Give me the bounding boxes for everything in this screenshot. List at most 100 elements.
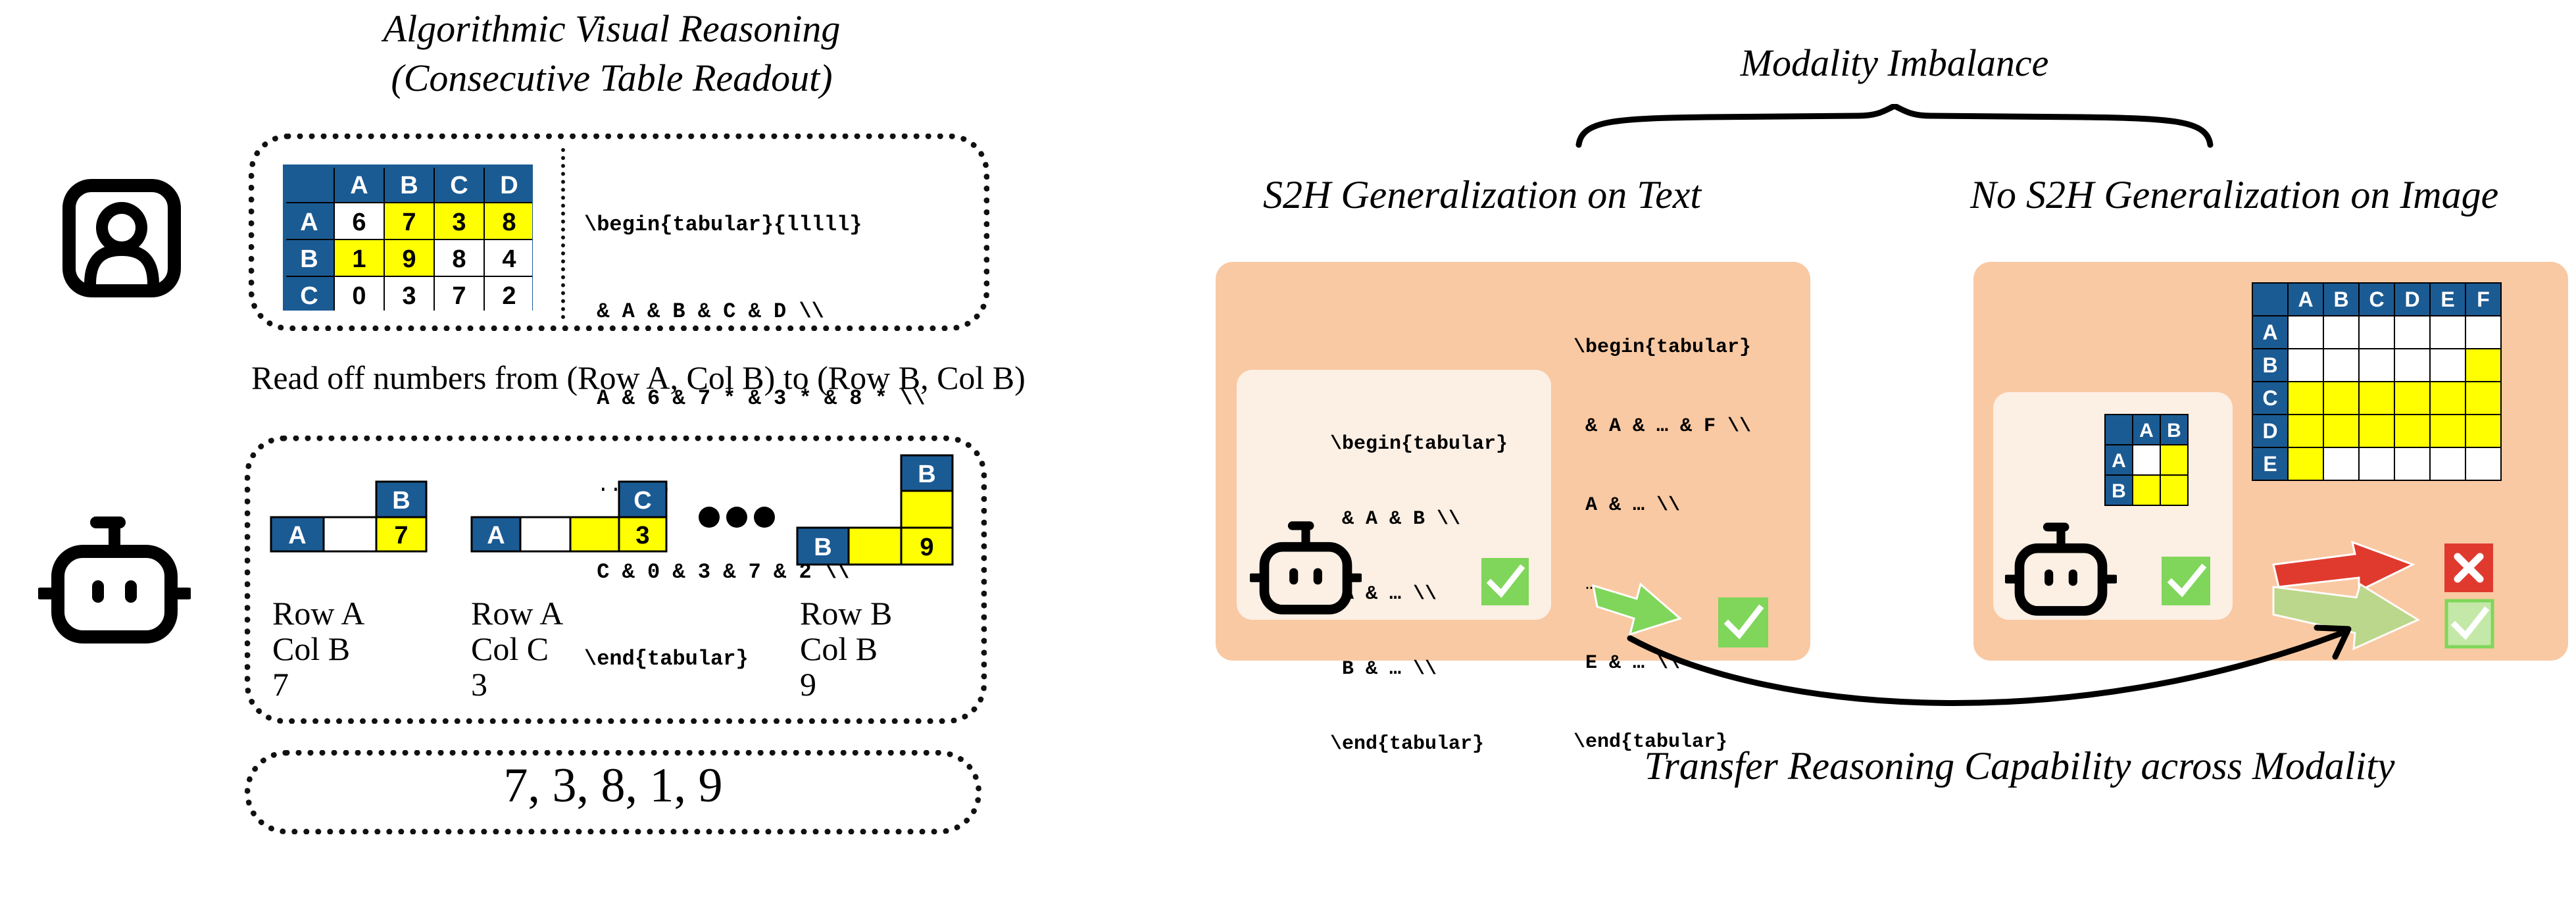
grid-col-header: D (2404, 288, 2419, 311)
grid-cell (2465, 447, 2502, 481)
step-col: Col B (800, 630, 878, 667)
table-prompt-box (249, 134, 989, 331)
grid-cell (2429, 315, 2466, 349)
grid-cell (2358, 315, 2395, 349)
grid-cell (2429, 348, 2466, 382)
grid-cell (2287, 414, 2324, 448)
grid-row-header: B (2112, 480, 2126, 502)
ellipsis-icon (699, 507, 775, 528)
step-col: Col C (471, 630, 549, 667)
big-latex: \begin{tabular} & A & … & F \\ A & … \\ … (1573, 282, 1751, 782)
step3-grid: B B 9 (796, 454, 954, 566)
step2-value: 3 (635, 522, 649, 549)
grid-cell (2394, 348, 2431, 382)
robot-icon (1250, 521, 1362, 615)
step1-col-header: B (392, 487, 410, 515)
table-col-header: B (400, 172, 418, 199)
grid-cell (2358, 447, 2395, 481)
table-cell: 3 (452, 209, 466, 236)
table-cell: 1 (352, 245, 366, 273)
grid-cell (2323, 414, 2360, 448)
step2-col-header: C (633, 487, 651, 515)
step1-row-header: A (288, 522, 306, 549)
latex-line: \begin{tabular}{lllll} (584, 213, 862, 237)
grid-cell (2287, 447, 2324, 481)
grid-cell (2323, 447, 2360, 481)
grid-cell (2465, 414, 2502, 448)
table-col-header: A (350, 172, 368, 199)
step2-row-header: A (487, 522, 505, 549)
grid-cell (2429, 381, 2466, 415)
instruction-text: Read off numbers from (Row A, Col B) to … (251, 359, 1026, 396)
grid-cell (2358, 348, 2395, 382)
table-cell: 2 (502, 282, 516, 310)
grid-cell (2394, 447, 2431, 481)
step2-label: Row A Col C 3 (471, 595, 563, 702)
latex-line: E & … \\ (1573, 652, 1681, 674)
grid-row-header: A (2112, 450, 2126, 472)
step-value: 7 (272, 666, 289, 703)
grid-col-header: B (2167, 420, 2181, 441)
table-cell: 0 (352, 282, 366, 310)
footer-text: Transfer Reasoning Capability across Mod… (1644, 744, 2395, 788)
answer-box (245, 750, 981, 834)
readout-steps-box (245, 436, 987, 724)
latex-line: \end{tabular} (1330, 733, 1485, 755)
left-title-line1: Algorithmic Visual Reasoning (383, 7, 841, 50)
table-row-header: C (300, 282, 318, 310)
table-cell: 3 (402, 282, 416, 310)
grid-cell (2323, 315, 2360, 349)
latex-line: C & 0 & 3 & 7 & 2 \\ (584, 560, 850, 584)
step3-row-header: B (814, 534, 831, 561)
robot-icon (38, 517, 191, 643)
grid-row-header: B (2262, 353, 2277, 377)
user-icon (62, 179, 181, 297)
left-title: Algorithmic Visual Reasoning (Consecutiv… (250, 4, 974, 103)
green-arrow-icon (2272, 582, 2421, 651)
step3-value: 9 (920, 534, 933, 561)
table-col-header: C (450, 172, 468, 199)
table-col-header: D (500, 172, 518, 199)
step-row: Row A (272, 595, 365, 632)
left-title-line2: (Consecutive Table Readout) (391, 57, 833, 100)
grid-cell (2358, 414, 2395, 448)
step1-label: Row A Col B 7 (272, 595, 364, 702)
grid-cell (2358, 381, 2395, 415)
grid-row-header: A (2262, 320, 2277, 344)
latex-line: & A & B \\ (1330, 508, 1461, 530)
grid-cell (2132, 444, 2161, 476)
latex-line: \end{tabular} (1573, 731, 1728, 753)
grid-row-header: C (2262, 386, 2277, 410)
step-value: 9 (800, 666, 816, 703)
step-value: 3 (471, 666, 487, 703)
grid-cell (2429, 447, 2466, 481)
grid-cell (2160, 474, 2189, 506)
table-row-header: A (300, 209, 318, 236)
grid-cell (2394, 381, 2431, 415)
table-cell: 9 (402, 245, 416, 273)
table-cell: 8 (502, 209, 516, 236)
grid-row-header: D (2262, 419, 2277, 443)
checkmark-icon (2444, 599, 2494, 649)
box-divider (561, 148, 565, 319)
latex-line: \end{tabular} (584, 647, 749, 671)
robot-icon (2005, 522, 2117, 616)
checkmark-icon (1718, 597, 1768, 647)
table-cell: 7 (402, 209, 416, 236)
cross-icon (2444, 543, 2493, 592)
step-row: Row A (471, 595, 564, 632)
grid-cell (2394, 414, 2431, 448)
latex-line: B & … \\ (1330, 658, 1437, 680)
table-row-header: B (300, 245, 318, 273)
latex-line: \begin{tabular} (1330, 433, 1508, 455)
step1-grid: B A 7 (270, 480, 428, 553)
grid-row-header: E (2263, 452, 2277, 476)
image-heading: No S2H Generalization on Image (1970, 173, 2499, 216)
grid-cell (2287, 315, 2324, 349)
answer-text: 7, 3, 8, 1, 9 (503, 759, 723, 813)
checkmark-icon (2162, 557, 2210, 605)
step-row: Row B (800, 595, 893, 632)
